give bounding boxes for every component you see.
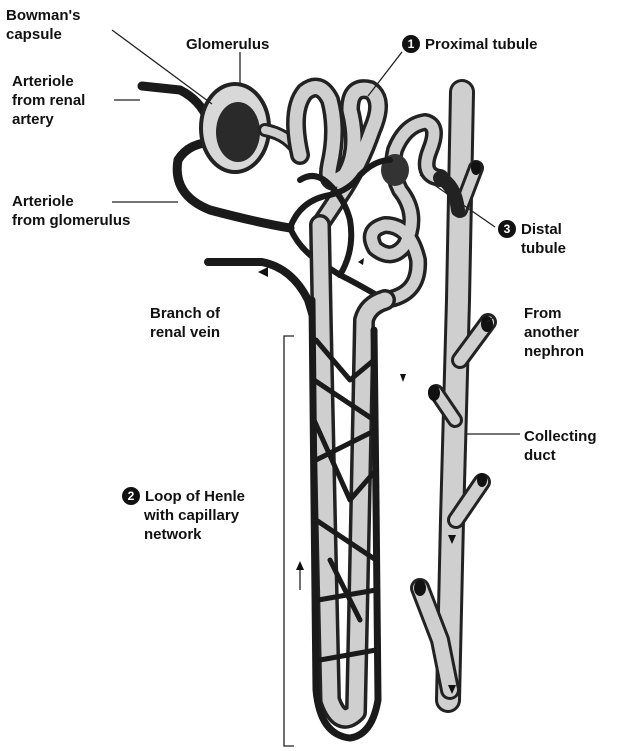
label-line: artery — [12, 110, 85, 129]
label-distal-tubule: 3 Distal tubule — [498, 220, 566, 258]
number-badge: 1 — [402, 35, 420, 53]
label-text: Proximal tubule — [425, 36, 538, 53]
label-line: Arteriole — [12, 72, 85, 91]
loop-of-henle-drawing — [312, 225, 406, 738]
glomerulus-drawing — [201, 84, 300, 172]
label-bowmans-capsule: Bowman's capsule — [6, 6, 80, 44]
label-line: another — [524, 323, 584, 342]
label-line: Bowman's — [6, 6, 80, 25]
number-badge: 3 — [498, 220, 516, 238]
label-line: renal vein — [150, 323, 220, 342]
label-line: capsule — [6, 25, 80, 44]
number-badge: 2 — [122, 487, 140, 505]
label-line: from glomerulus — [12, 211, 130, 230]
label-loop-of-henle: 2 Loop of Henle with capillary network — [122, 487, 245, 544]
label-arteriole-glomerulus: Arteriole from glomerulus — [12, 192, 130, 230]
label-from-another-nephron: From another nephron — [524, 304, 584, 361]
label-line: network — [122, 525, 245, 544]
label-line: from renal — [12, 91, 85, 110]
label-line: From — [524, 304, 584, 323]
label-line: Arteriole — [12, 192, 130, 211]
label-collecting-duct: Collecting duct — [524, 427, 597, 465]
distal-tubule-drawing — [372, 122, 458, 300]
label-line: Branch of — [150, 304, 220, 323]
label-branch-renal-vein: Branch of renal vein — [150, 304, 220, 342]
label-line: Loop of Henle — [145, 488, 245, 505]
label-glomerulus: Glomerulus — [186, 35, 269, 54]
label-line: duct — [524, 446, 597, 465]
label-arteriole-renal-artery: Arteriole from renal artery — [12, 72, 85, 129]
label-line: nephron — [524, 342, 584, 361]
label-line: Distal — [521, 221, 562, 238]
label-proximal-tubule: 1 Proximal tubule — [402, 35, 538, 54]
label-line: Collecting — [524, 427, 597, 446]
label-line: with capillary — [122, 506, 245, 525]
label-line: tubule — [498, 239, 566, 258]
